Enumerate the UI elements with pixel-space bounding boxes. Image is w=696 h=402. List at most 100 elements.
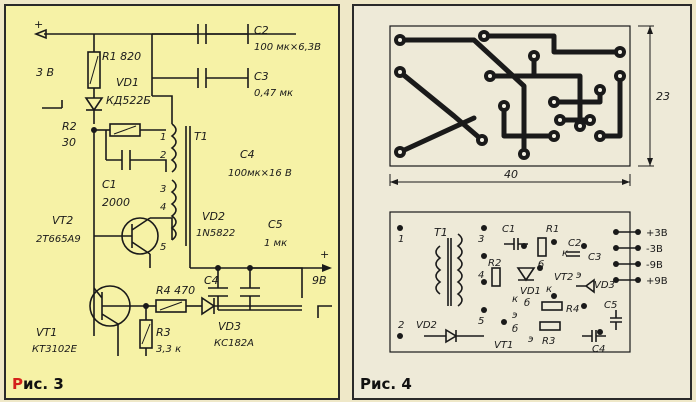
c1-pcb: [504, 238, 528, 250]
label-c2: C2: [254, 24, 269, 37]
ground-left: [42, 100, 63, 109]
pcb-label-b3: б: [512, 323, 518, 335]
caption-fig4: Рис. 4: [360, 375, 412, 393]
label-r1: R1 820: [102, 50, 141, 63]
vd1-pcb: [516, 267, 536, 282]
label-pin2: 2: [160, 150, 166, 161]
trace-6: [531, 73, 583, 129]
trace-3: [397, 115, 477, 155]
pcb-label-c5: C5: [604, 300, 617, 311]
label-vd3: VD3: [218, 320, 241, 333]
pcb-label-e1: э: [576, 270, 582, 281]
trace-9: [597, 73, 623, 139]
label-vd2-type: 1N5822: [196, 228, 235, 239]
vt2-leads: [131, 217, 151, 255]
r4-pcb: [541, 301, 563, 311]
label-vd2: VD2: [202, 210, 225, 223]
t1-top-lead: [152, 95, 173, 124]
label-3v: 3 В: [36, 66, 54, 79]
dim-height-line: [638, 25, 654, 167]
trace-7: [501, 103, 557, 139]
r1-pcb: [537, 237, 547, 257]
pcb-outline-top: [389, 25, 631, 167]
c2-symbol: [197, 24, 207, 44]
pcb-out-minus3v: -3В: [646, 244, 663, 255]
pcb-label-pin4: 4: [478, 270, 484, 281]
label-c1-val: 2000: [102, 196, 130, 209]
t1-core-pcb: [447, 238, 452, 306]
r2-pcb: [491, 267, 501, 287]
pcb-label-vd2: VD2: [416, 320, 437, 331]
caption-fig3-prefix: Р: [12, 375, 23, 393]
vd3-pcb: [576, 278, 595, 294]
r2-hatch: [113, 125, 137, 135]
label-c4: C4: [240, 148, 255, 161]
label-c2-val: 100 мк×6,3В: [254, 42, 321, 53]
label-c4b: C4: [204, 274, 219, 287]
label-plus-top: +: [34, 18, 43, 31]
pcb-label-pin5: 5: [478, 316, 484, 327]
c4-symbol: [208, 268, 228, 310]
pcb-outline-bottom: [389, 211, 631, 353]
c2-pcb: [566, 251, 580, 257]
t1-secondary: [456, 233, 463, 307]
t1-primary: [435, 245, 442, 295]
pcb-label-r4: R4: [566, 304, 579, 315]
label-pin4: 4: [160, 202, 166, 213]
vt2-collector: [150, 217, 173, 240]
pcb-label-vt2: VT2: [554, 272, 573, 283]
c4-pcb: [582, 330, 606, 342]
c1-symbol: [121, 150, 131, 170]
c1-wire: [105, 130, 167, 172]
pcb-label-c2: C2: [568, 238, 581, 249]
label-c5: C5: [268, 218, 283, 231]
output-arrow: [322, 264, 332, 272]
label-vt2-type: 2Т665А9: [36, 234, 81, 245]
pcb-label-vd3: VD3: [594, 280, 615, 291]
pcb-label-b1: б: [538, 259, 544, 271]
dim-height: 23: [656, 90, 670, 103]
label-9v: 9В: [312, 274, 327, 287]
trace-4: [481, 33, 623, 55]
pcb-label-t1: T1: [434, 226, 448, 239]
pcb-label-pin2: 2: [398, 320, 404, 331]
ground-right: [317, 305, 332, 318]
pcb-label-b2: б: [524, 297, 530, 309]
label-vt2: VT2: [52, 214, 73, 227]
pcb-label-r2: R2: [488, 258, 501, 269]
dim-width-line: [389, 174, 631, 186]
pcb-out-plus3v: +3В: [646, 228, 668, 239]
label-c4-val: 100мк×16 В: [228, 168, 292, 179]
label-c1: C1: [102, 178, 117, 191]
t1-winding-12: [170, 123, 177, 173]
label-vd1-type: КД522Б: [106, 94, 151, 107]
pcb-label-k3: к: [512, 294, 518, 305]
pcb-label-r1: R1: [546, 224, 559, 235]
label-plus-out: +: [320, 248, 329, 261]
label-vt1: VT1: [36, 326, 57, 339]
c5-pcb: [610, 310, 622, 330]
schematic-drawing: + 3 В R1 820 VD1 КД522Б C2 100 мк×6,3В C…: [12, 18, 332, 393]
label-c3: C3: [254, 70, 269, 83]
label-c3-val: 0,47 мк: [254, 88, 293, 99]
label-r4: R4 470: [156, 284, 195, 297]
vd1-diode: [84, 97, 104, 112]
c5-symbol: [240, 268, 260, 310]
dim-width: 40: [504, 168, 518, 181]
label-r3-val: 3,3 к: [156, 344, 181, 355]
label-pin3: 3: [160, 184, 166, 195]
pcb-label-c4: C4: [592, 344, 605, 355]
caption-fig3: ис. 3: [23, 375, 64, 393]
label-r2: R2: [62, 120, 77, 133]
pcb-panel: 40 23: [352, 4, 692, 400]
label-r2-val: 30: [62, 136, 76, 149]
label-pin5: 5: [160, 242, 166, 253]
pcb-label-vd1: VD1: [520, 286, 541, 297]
trace-2: [397, 69, 485, 143]
pcb-label-c3: C3: [588, 252, 601, 263]
input-arrow: [33, 28, 47, 40]
pcb-label-k2: к: [562, 248, 568, 259]
output-pins: [616, 229, 641, 283]
trace-1: [397, 37, 527, 157]
pcb-label-k1: к: [546, 284, 552, 295]
